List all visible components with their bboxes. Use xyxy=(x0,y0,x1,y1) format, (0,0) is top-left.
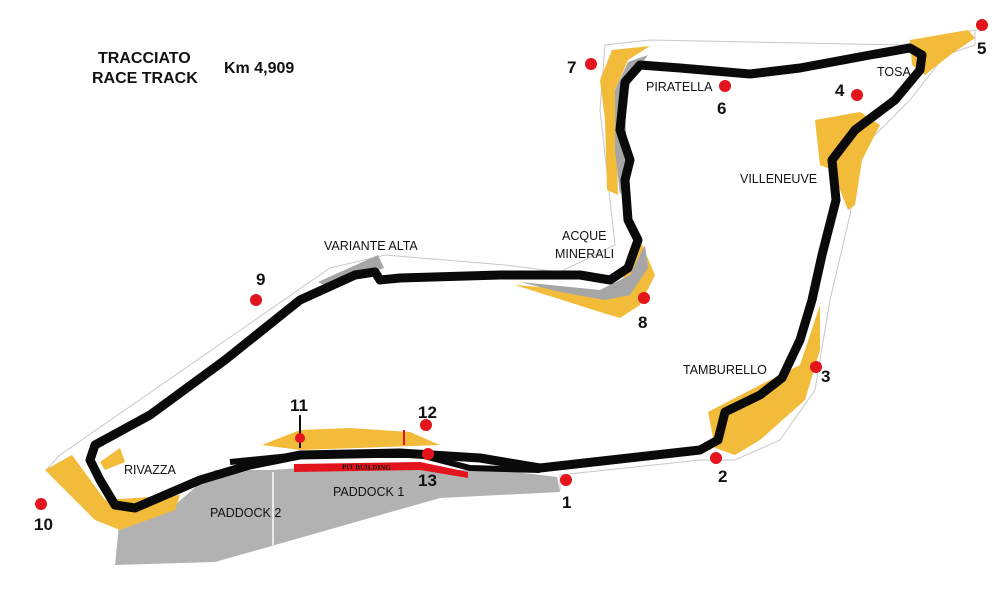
marker-label-1: 1 xyxy=(562,493,571,512)
marker-dot-12 xyxy=(420,419,432,431)
marker-label-13: 13 xyxy=(418,471,437,490)
corner-tamburello: TAMBURELLO xyxy=(683,363,767,377)
marker-label-7: 7 xyxy=(567,58,576,77)
marker-label-9: 9 xyxy=(256,270,265,289)
corner-acque-line2: MINERALI xyxy=(555,247,614,261)
paddock-1-label: PADDOCK 1 xyxy=(333,485,404,499)
corner-rivazza: RIVAZZA xyxy=(124,463,177,477)
runoff-pit-straight xyxy=(262,428,440,450)
paved-acque-minerali xyxy=(520,245,648,300)
marker-dot-1 xyxy=(560,474,572,486)
marker-label-3: 3 xyxy=(821,367,830,386)
corner-piratella: PIRATELLA xyxy=(646,80,713,94)
marker-dot-3 xyxy=(810,361,822,373)
marker-dot-6 xyxy=(719,80,731,92)
paddock-2-label: PADDOCK 2 xyxy=(210,506,281,520)
marker-dot-2 xyxy=(710,452,722,464)
marker-dot-7 xyxy=(585,58,597,70)
marker-label-12: 12 xyxy=(418,403,437,422)
paddock-2-area xyxy=(115,470,275,565)
marker-label-4: 4 xyxy=(835,81,845,100)
marker-label-8: 8 xyxy=(638,313,647,332)
marker-label-11: 11 xyxy=(290,396,308,415)
corner-villeneuve: VILLENEUVE xyxy=(740,172,817,186)
pit-lane xyxy=(229,452,541,473)
marker-label-2: 2 xyxy=(718,467,727,486)
runoff-villeneuve xyxy=(815,112,880,210)
runoff-rivazza-inner xyxy=(100,448,125,470)
runoff-rivazza xyxy=(45,455,180,530)
marker-dot-5 xyxy=(976,19,988,31)
map-title-line2: RACE TRACK xyxy=(92,70,198,87)
runoff-tamburello xyxy=(708,305,820,455)
corner-variante-alta: VARIANTE ALTA xyxy=(324,239,418,253)
map-title-line1: TRACCIATO xyxy=(98,50,191,67)
paddock-1-area xyxy=(272,468,560,545)
runoff-acque-minerali xyxy=(515,240,655,318)
marker-dot-9 xyxy=(250,294,262,306)
marker-label-10: 10 xyxy=(34,515,53,534)
marker-dot-10 xyxy=(35,498,47,510)
corner-tosa: TOSA xyxy=(877,65,911,79)
runoff-tosa xyxy=(910,30,975,75)
marker-dots xyxy=(35,19,988,510)
marker-dot-8 xyxy=(638,292,650,304)
corner-acque-line1: ACQUE xyxy=(562,229,606,243)
marker-label-6: 6 xyxy=(717,99,726,118)
pit-building-label: PIT BUILDING xyxy=(342,463,391,472)
marker-dot-13 xyxy=(422,448,434,460)
track-line xyxy=(85,43,927,513)
track-length: Km 4,909 xyxy=(224,60,294,77)
pit-building xyxy=(294,462,468,478)
marker-dot-4 xyxy=(851,89,863,101)
marker-dot-11 xyxy=(295,433,305,443)
runoff-piratella xyxy=(600,46,650,195)
marker-label-5: 5 xyxy=(977,39,986,58)
